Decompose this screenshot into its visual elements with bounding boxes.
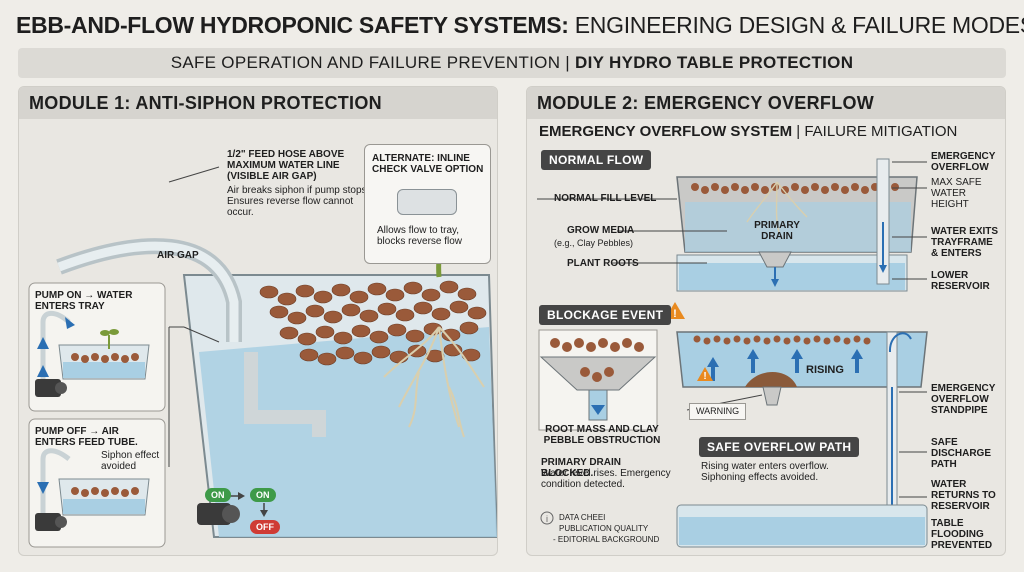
svg-text:!: ! (703, 371, 706, 382)
pump-off-title: PUMP OFF → AIR ENTERS FEED TUBE. (35, 426, 138, 448)
feed-hose-title: 1/2" FEED HOSE ABOVE MAXIMUM WATER LINE … (227, 149, 345, 182)
grow-media-label: GROW MEDIA (567, 225, 635, 236)
system-title-bold: EMERGENCY OVERFLOW SYSTEM (539, 123, 793, 140)
module2-illustration: ! ! i (537, 158, 928, 548)
normal-fill-label: NORMAL FILL LEVEL (554, 193, 657, 204)
max-safe-label: MAX SAFE WATER HEIGHT (931, 177, 982, 210)
state-on-1: ON (205, 488, 231, 502)
blockage-event-tag: BLOCKAGE EVENT (539, 305, 672, 325)
pump-off-diagram (28, 418, 166, 548)
check-valve-text: Allows flow to tray, blocks reverse flow (377, 225, 463, 247)
system-title-rest: | FAILURE MITIGATION (792, 123, 958, 140)
safe-path-text: Rising water enters overflow. Siphoning … (701, 461, 829, 483)
pump-icon (35, 379, 67, 397)
tank-diagram (56, 166, 497, 538)
title-rest: ENGINEERING DESIGN & FAILURE MODES (568, 12, 1024, 38)
warning-label: WARNING (689, 403, 747, 420)
normal-flow-tag: NORMAL FLOW (541, 150, 652, 170)
drain-blocked-title: PRIMARY DRAIN BLOCKED. (541, 457, 622, 479)
subtitle-bold: DIY HYDRO TABLE PROTECTION (575, 53, 854, 72)
primary-drain-label: PRIMARY DRAIN (754, 220, 800, 242)
rising-label: RISING (806, 364, 844, 376)
emergency-overflow-label: EMERGENCY OVERFLOW (931, 151, 996, 173)
module2-panel: MODULE 2: EMERGENCY OVERFLOW EMERGENCY O… (526, 86, 1006, 556)
feed-hose-text: Air breaks siphon if pump stops. Ensures… (227, 185, 370, 218)
blockage-diagram: ! ! i (538, 302, 928, 548)
title-bold: EBB-AND-FLOW HYDROPONIC SAFETY SYSTEMS: (16, 12, 569, 38)
drain-blocked-text: Water level rises. Emergency condition d… (541, 468, 671, 490)
standpipe-label: EMERGENCY OVERFLOW STANDPIPE (931, 383, 996, 416)
svg-text:!: ! (673, 308, 677, 320)
state-off: OFF (250, 520, 280, 534)
pump-off-text: Siphon effect avoided (101, 450, 160, 472)
check-valve-icon (397, 189, 457, 215)
pump-on-diagram (28, 282, 166, 412)
water-exits-label: WATER EXITS TRAYFRAME & ENTERS (931, 226, 999, 259)
pump-icon (197, 503, 240, 525)
footnote-2: PUBLICATION QUALITY (559, 524, 649, 533)
footnote-1: DATA CHEEI (559, 513, 606, 522)
info-icon: i (540, 511, 554, 525)
module1-heading: MODULE 1: ANTI-SIPHON PROTECTION (19, 87, 497, 119)
safe-discharge-label: SAFE DISCHARGE PATH (931, 437, 992, 470)
grow-media-note: (e.g., Clay Pebbles) (554, 238, 634, 248)
module2-heading: MODULE 2: EMERGENCY OVERFLOW (527, 87, 1005, 119)
subtitle-bar: SAFE OPERATION AND FAILURE PREVENTION | … (18, 48, 1006, 78)
plant-roots-label: PLANT ROOTS (567, 258, 639, 269)
subtitle-plain: SAFE OPERATION AND FAILURE PREVENTION | (170, 53, 576, 72)
module1-illustration (28, 166, 497, 548)
svg-text:i: i (546, 514, 548, 524)
air-gap-label: AIR GAP (157, 250, 199, 261)
pump-on-title: PUMP ON → WATER ENTERS TRAY (35, 290, 133, 312)
lower-reservoir-label: LOWER RESERVOIR (931, 270, 990, 292)
normal-flow-diagram (537, 158, 927, 292)
plant-icon (383, 206, 485, 438)
pump-icon (35, 513, 67, 531)
footnote-3: - EDITORIAL BACKGROUND (553, 535, 660, 544)
root-mass-label: ROOT MASS AND CLAY PEBBLE OBSTRUCTION (543, 424, 661, 446)
module1-panel: MODULE 1: ANTI-SIPHON PROTECTION (18, 86, 498, 556)
table-flooding-label: TABLE FLOODING PREVENTED (931, 518, 993, 551)
state-on-2: ON (250, 488, 276, 502)
water-returns-label: WATER RETURNS TO RESERVOIR (931, 479, 996, 512)
safe-path-tag: SAFE OVERFLOW PATH (699, 437, 860, 457)
page-title: EBB-AND-FLOW HYDROPONIC SAFETY SYSTEMS: … (16, 12, 1024, 39)
check-valve-callout: ALTERNATE: INLINE CHECK VALVE OPTION All… (364, 144, 491, 264)
check-valve-title: ALTERNATE: INLINE CHECK VALVE OPTION (372, 153, 484, 175)
system-title: EMERGENCY OVERFLOW SYSTEM | FAILURE MITI… (539, 123, 957, 140)
